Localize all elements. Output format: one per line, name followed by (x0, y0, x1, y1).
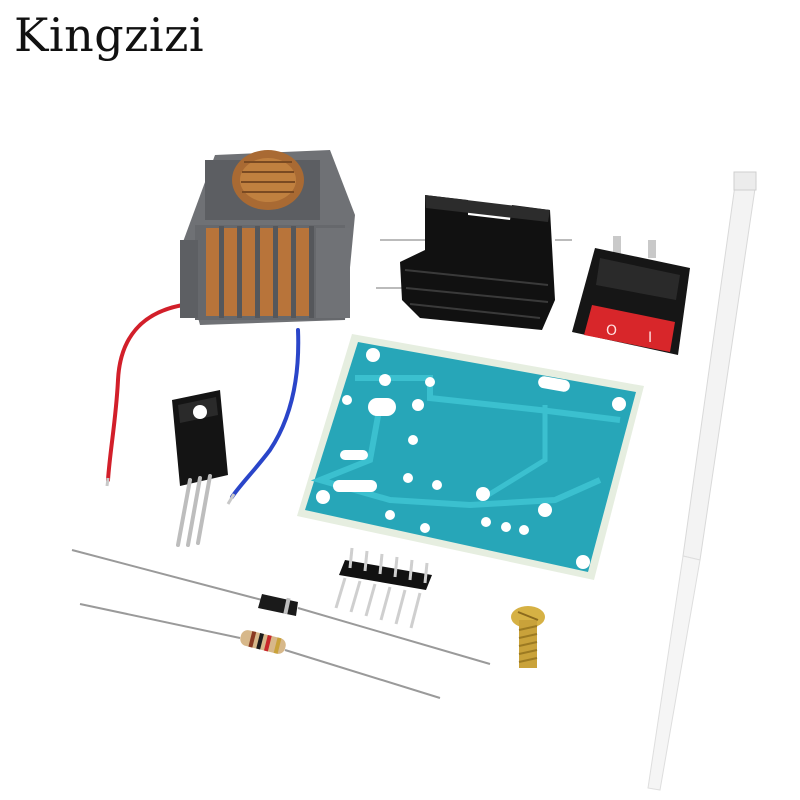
printed-circuit-board (297, 334, 644, 580)
red-wire (106, 302, 192, 482)
blue-wire-tip (226, 493, 236, 505)
pin-header (334, 547, 432, 629)
cable-tie (647, 171, 757, 791)
screw (511, 606, 545, 668)
resistor (79, 603, 441, 699)
rocker-switch: O I (572, 236, 690, 355)
heatsink (376, 195, 572, 330)
switch-on-symbol: I (648, 330, 652, 346)
diode (71, 549, 491, 665)
flyback-transformer (180, 150, 355, 325)
power-transistor (172, 390, 228, 547)
blue-wire (230, 328, 301, 499)
switch-off-symbol: O (606, 323, 617, 339)
red-wire-tip (105, 477, 110, 487)
brand-watermark: Kingzizi (14, 8, 205, 62)
